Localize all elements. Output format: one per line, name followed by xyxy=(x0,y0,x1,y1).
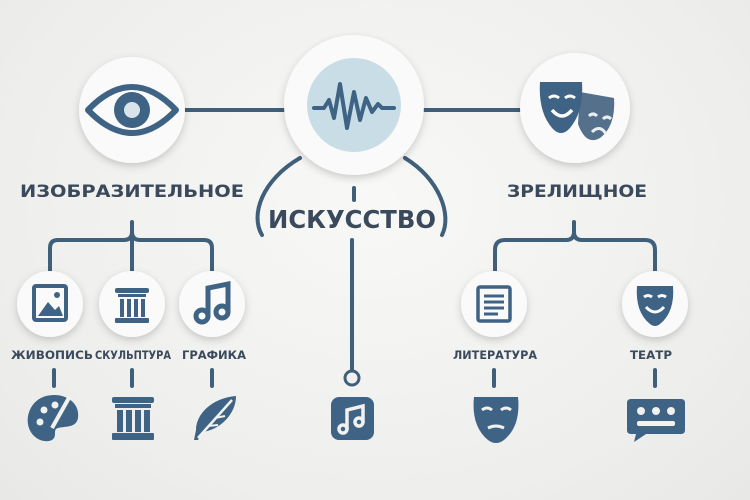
smile-mask-icon xyxy=(636,286,674,326)
music-note-icon xyxy=(331,397,374,440)
child-node-painting[interactable] xyxy=(17,271,83,337)
child-label-theater: ТЕАТР xyxy=(630,348,672,362)
column-icon xyxy=(112,397,154,440)
child-node-sculpture[interactable] xyxy=(99,271,165,337)
sound-wave-icon xyxy=(312,82,396,130)
child-label-graphics: ГРАФИКА xyxy=(182,348,246,362)
left-category-label: ИЗОБРАЗИТЕЛЬНОЕ xyxy=(20,182,244,202)
child-node-graphics[interactable] xyxy=(179,271,245,337)
child-node-theater[interactable] xyxy=(622,271,688,337)
center-node[interactable] xyxy=(284,35,424,175)
film-reel-icon xyxy=(627,399,685,442)
feather-icon xyxy=(194,396,236,440)
eye-node[interactable] xyxy=(79,57,185,163)
picture-icon xyxy=(32,284,68,322)
center-label: ИСКУССТВО xyxy=(268,205,436,234)
music-note-icon xyxy=(193,280,231,325)
masks-node[interactable] xyxy=(520,53,630,163)
document-icon xyxy=(476,285,512,323)
right-category-label: ЗРЕЛИЩНОЕ xyxy=(507,182,647,202)
eye-icon xyxy=(85,84,179,136)
palette-icon xyxy=(27,395,79,442)
child-label-literature: ЛИТЕРАТУРА xyxy=(453,348,537,362)
connector-lines xyxy=(48,108,657,388)
mask-icon xyxy=(473,397,519,443)
child-label-sculpture: СКУЛЬПТУРА xyxy=(95,348,171,362)
child-node-literature[interactable] xyxy=(461,271,527,337)
theater-masks-icon xyxy=(539,82,615,141)
child-label-painting: ЖИВОПИСЬ xyxy=(11,348,93,362)
connector-node xyxy=(343,369,361,387)
column-icon xyxy=(115,288,149,323)
